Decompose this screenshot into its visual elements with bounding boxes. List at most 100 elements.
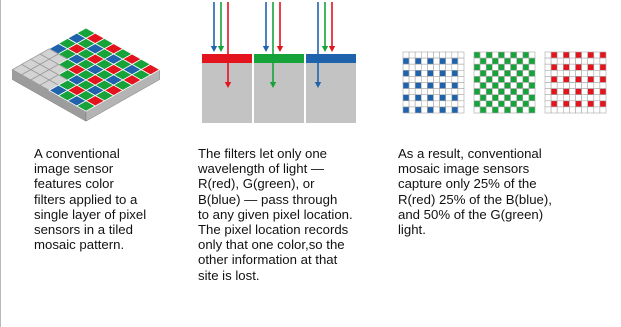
sampled-cell xyxy=(587,76,595,83)
empty-cell xyxy=(457,82,465,89)
empty-cell xyxy=(457,106,465,114)
empty-cell xyxy=(457,76,465,83)
empty-cell xyxy=(408,88,416,95)
empty-cell xyxy=(593,63,601,71)
empty-cell xyxy=(556,82,564,89)
sampled-cell xyxy=(522,51,530,59)
empty-cell xyxy=(451,100,459,108)
sampled-cell xyxy=(402,57,410,65)
sampled-cell xyxy=(510,51,517,59)
caption-line: only that one color,so the xyxy=(198,237,345,253)
sampled-cell xyxy=(504,94,511,102)
empty-cell xyxy=(550,82,558,89)
sampled-cell xyxy=(599,76,607,83)
sampled-cell xyxy=(550,51,558,59)
empty-cell xyxy=(504,88,511,95)
empty-cell xyxy=(575,94,582,102)
empty-cell xyxy=(550,57,558,65)
empty-cell xyxy=(439,51,446,59)
empty-cell xyxy=(473,70,481,77)
empty-cell xyxy=(479,88,487,95)
empty-cell xyxy=(581,82,589,89)
empty-cell xyxy=(575,82,582,89)
sampled-cell xyxy=(402,70,410,77)
empty-cell xyxy=(408,82,416,89)
empty-cell xyxy=(485,57,493,65)
sampled-cell xyxy=(485,51,493,59)
empty-cell xyxy=(556,63,564,71)
empty-cell xyxy=(528,100,536,108)
caption-line: single layer of pixel xyxy=(34,206,147,222)
sampled-cell xyxy=(550,63,558,71)
empty-cell xyxy=(420,100,428,108)
empty-cell xyxy=(510,106,517,114)
empty-cell xyxy=(439,88,446,95)
empty-cell xyxy=(556,100,564,108)
sensor-caption: A conventional image sensor features col… xyxy=(34,146,184,252)
caption-line: R(red) 25% of the B(blue), xyxy=(398,191,552,207)
sampled-cell xyxy=(575,88,582,95)
sampled-cell xyxy=(402,94,410,102)
empty-cell xyxy=(498,57,505,65)
empty-cell xyxy=(498,106,505,114)
empty-cell xyxy=(451,51,459,59)
empty-cell xyxy=(556,94,564,102)
caption-line: sensors in a tiled xyxy=(34,222,133,238)
caption-line: As a result, conventional xyxy=(398,146,542,161)
sampled-cell xyxy=(504,70,511,77)
sampled-cell xyxy=(492,57,499,65)
sampled-cell xyxy=(402,106,410,114)
sampled-cell xyxy=(414,106,422,114)
sampled-cell xyxy=(498,76,505,83)
sampled-cell xyxy=(522,88,530,95)
empty-cell xyxy=(408,70,416,77)
sampled-cell xyxy=(473,100,481,108)
empty-cell xyxy=(575,106,582,114)
empty-cell xyxy=(433,57,440,65)
sampled-cell xyxy=(451,70,459,77)
empty-cell xyxy=(504,76,511,83)
sampled-cell xyxy=(528,82,536,89)
sampled-cell xyxy=(522,100,530,108)
empty-cell xyxy=(457,51,465,59)
caption-line: to any given pixel location. xyxy=(198,206,353,222)
empty-cell xyxy=(485,106,493,114)
empty-cell xyxy=(402,100,410,108)
empty-cell xyxy=(528,76,536,83)
empty-cell xyxy=(433,76,440,83)
sampled-cell xyxy=(451,106,459,114)
empty-cell xyxy=(587,106,595,114)
sampled-cell xyxy=(587,88,595,95)
empty-cell xyxy=(593,51,601,59)
empty-cell xyxy=(522,82,530,89)
empty-cell xyxy=(544,63,552,71)
sampled-cell xyxy=(492,94,499,102)
sampled-cell xyxy=(427,57,434,65)
empty-cell xyxy=(550,70,558,77)
empty-cell xyxy=(593,100,601,108)
empty-cell xyxy=(569,82,576,89)
sampled-cell xyxy=(439,82,446,89)
empty-cell xyxy=(485,82,493,89)
sampled-cell xyxy=(439,70,446,77)
empty-cell xyxy=(433,100,440,108)
empty-cell xyxy=(479,76,487,83)
empty-cell xyxy=(402,63,410,71)
sampled-cell xyxy=(479,70,487,77)
empty-cell xyxy=(593,57,601,65)
empty-cell xyxy=(504,63,511,71)
empty-cell xyxy=(510,70,517,77)
sampled-cell xyxy=(498,100,505,108)
empty-cell xyxy=(445,106,453,114)
empty-cell xyxy=(581,63,589,71)
sensor-block xyxy=(202,63,252,123)
sampled-cell xyxy=(563,100,570,108)
sampled-cell xyxy=(451,94,459,102)
light-ray-blocked-head xyxy=(262,46,270,52)
empty-cell xyxy=(556,51,564,59)
empty-cell xyxy=(445,82,453,89)
caption-line: site is lost. xyxy=(198,267,260,283)
light-ray-blocked-head xyxy=(321,46,329,52)
empty-cell xyxy=(451,88,459,95)
sampled-cell xyxy=(485,76,493,83)
